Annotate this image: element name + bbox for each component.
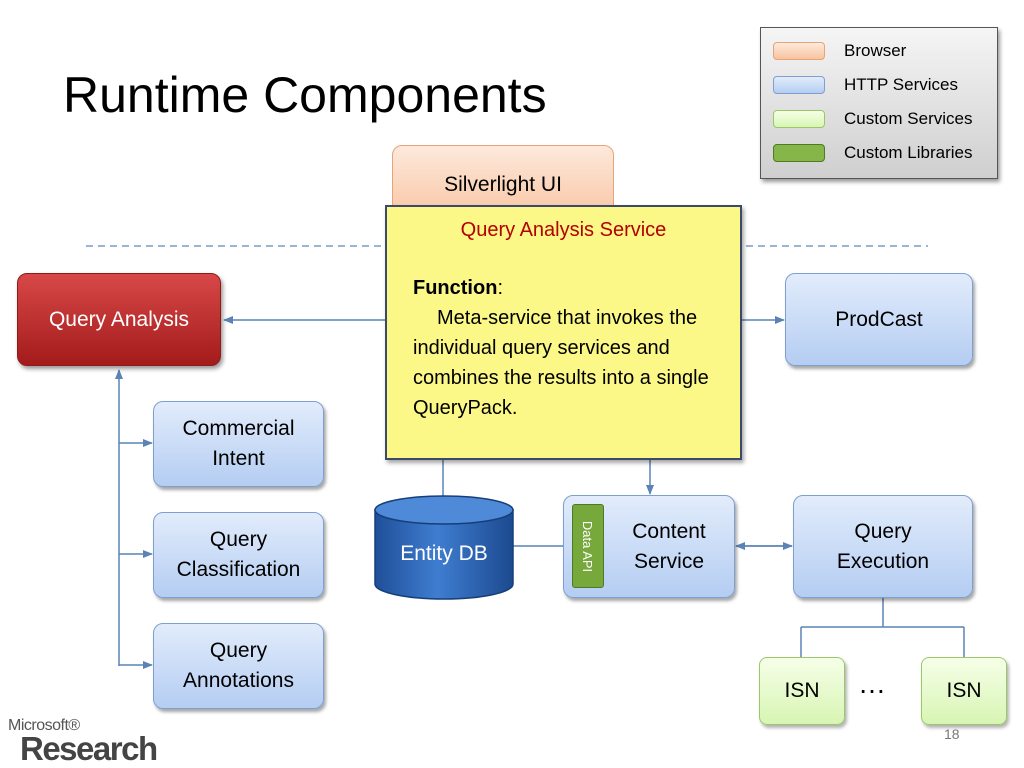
- isn-right-label: ISN: [946, 679, 982, 702]
- isn-right-box: ISN: [921, 657, 1007, 725]
- prodcast-box: ProdCast: [785, 273, 973, 366]
- legend-item-custom-libraries: Custom Libraries: [773, 142, 973, 164]
- isn-ellipsis: …: [858, 668, 889, 699]
- logo-microsoft-text: Microsoft®: [8, 717, 80, 734]
- legend-swatch-custom-libraries: [773, 144, 825, 162]
- query-analysis-box: Query Analysis: [17, 273, 221, 366]
- callout-title: Query Analysis Service: [460, 219, 667, 241]
- legend-label-browser: Browser: [844, 41, 907, 60]
- query-annotations-label: Query Annotations: [183, 639, 294, 692]
- page-number: 18: [944, 726, 960, 742]
- content-service-label: Content Service: [632, 519, 706, 573]
- callout-description: Meta-service that invokes the individual…: [413, 307, 709, 419]
- entity-db-label: Entity DB: [400, 542, 488, 565]
- microsoft-research-logo: Microsoft® Research: [8, 717, 158, 767]
- legend-swatch-http-services: [773, 76, 825, 94]
- legend-label-custom-services: Custom Services: [844, 109, 973, 128]
- callout-body: Function: Meta-service that invokes the …: [413, 273, 733, 423]
- legend-swatch-custom-services: [773, 110, 825, 128]
- query-analysis-label: Query Analysis: [48, 307, 190, 331]
- page-title: Runtime Components: [63, 67, 547, 123]
- entity-db-cylinder: [374, 495, 514, 600]
- legend-label-http-services: HTTP Services: [844, 75, 958, 94]
- isn-left-label: ISN: [784, 679, 820, 702]
- callout-function-colon: :: [497, 277, 503, 299]
- legend-item-browser: Browser: [773, 40, 906, 62]
- commercial-intent-box: Commercial Intent: [153, 401, 324, 487]
- query-annotations-box: Query Annotations: [153, 623, 324, 709]
- query-execution-box: Query Execution: [793, 495, 973, 598]
- query-execution-label: Query Execution: [836, 519, 930, 573]
- silverlight-ui-label: Silverlight UI: [444, 173, 562, 196]
- logo-research-text: Research: [20, 730, 158, 767]
- data-api-library: Data API: [572, 504, 604, 588]
- callout-function-label: Function: [413, 277, 498, 299]
- commercial-intent-label: Commercial Intent: [182, 417, 295, 470]
- query-analysis-service-callout: Query Analysis Service Function: Meta-se…: [385, 205, 742, 460]
- legend-label-custom-libraries: Custom Libraries: [844, 143, 973, 162]
- query-classification-box: Query Classification: [153, 512, 324, 598]
- prodcast-label: ProdCast: [835, 307, 923, 331]
- data-api-label: Data API: [580, 520, 596, 572]
- isn-left-box: ISN: [759, 657, 845, 725]
- legend-swatch-browser: [773, 42, 825, 60]
- query-classification-label: Query Classification: [176, 528, 301, 581]
- legend-item-http-services: HTTP Services: [773, 74, 958, 96]
- legend-item-custom-services: Custom Services: [773, 108, 972, 130]
- legend: Browser HTTP Services Custom Services Cu…: [760, 27, 998, 179]
